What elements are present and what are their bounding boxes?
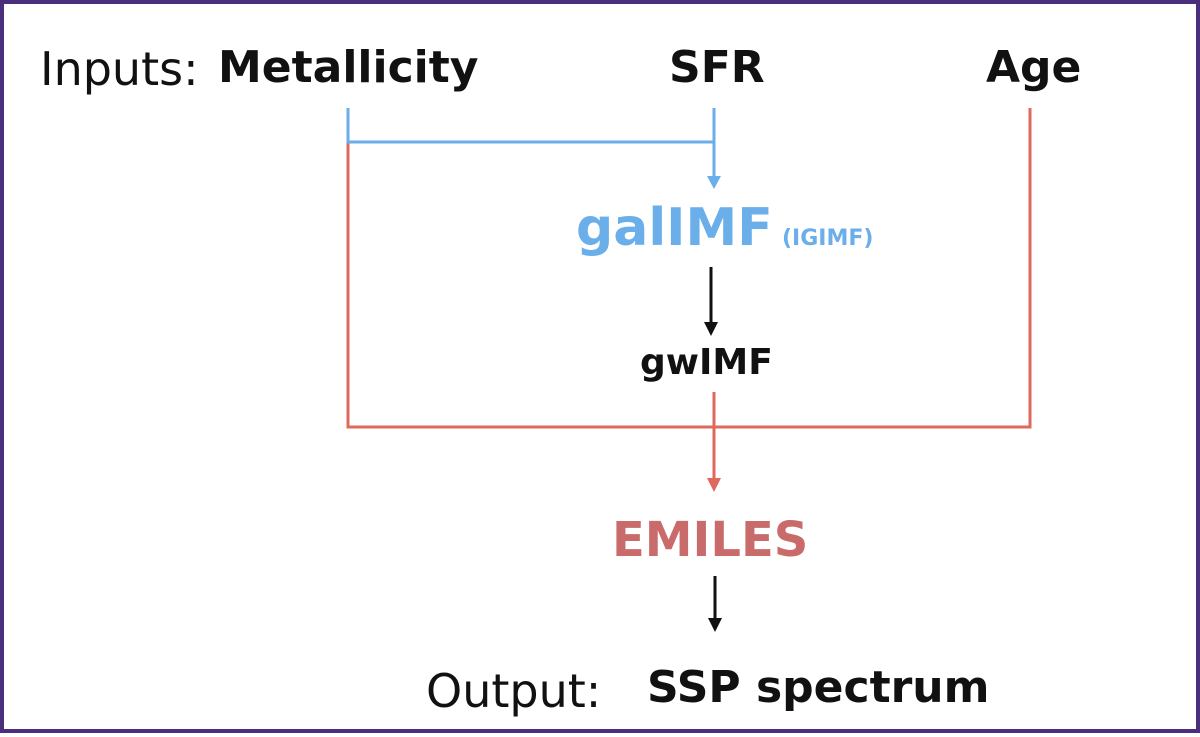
galimf-arrowhead xyxy=(707,176,721,189)
emiles-arrowhead xyxy=(707,478,721,492)
metallicity-blue-line xyxy=(346,108,714,144)
gwimf-arrowhead xyxy=(704,322,718,336)
output-label: Output: xyxy=(426,664,602,718)
galimf-subtitle: (IGIMF) xyxy=(782,226,874,251)
emiles-node: EMILES xyxy=(612,512,809,568)
output-arrowhead xyxy=(708,618,722,632)
black-connectors xyxy=(704,267,722,632)
age-red-line xyxy=(714,108,1032,429)
inputs-label: Inputs: xyxy=(40,42,199,96)
red-connector xyxy=(346,108,1032,492)
connector-lines xyxy=(346,108,1032,632)
metallicity-red-line xyxy=(346,142,714,429)
sfr-input: SFR xyxy=(669,42,765,93)
metallicity-input: Metallicity xyxy=(218,42,479,93)
gwimf-node: gwIMF xyxy=(640,342,773,383)
galimf-node: galIMF xyxy=(576,198,773,258)
output-value: SSP spectrum xyxy=(647,662,990,713)
age-input: Age xyxy=(986,42,1082,93)
blue-connector xyxy=(346,108,721,189)
